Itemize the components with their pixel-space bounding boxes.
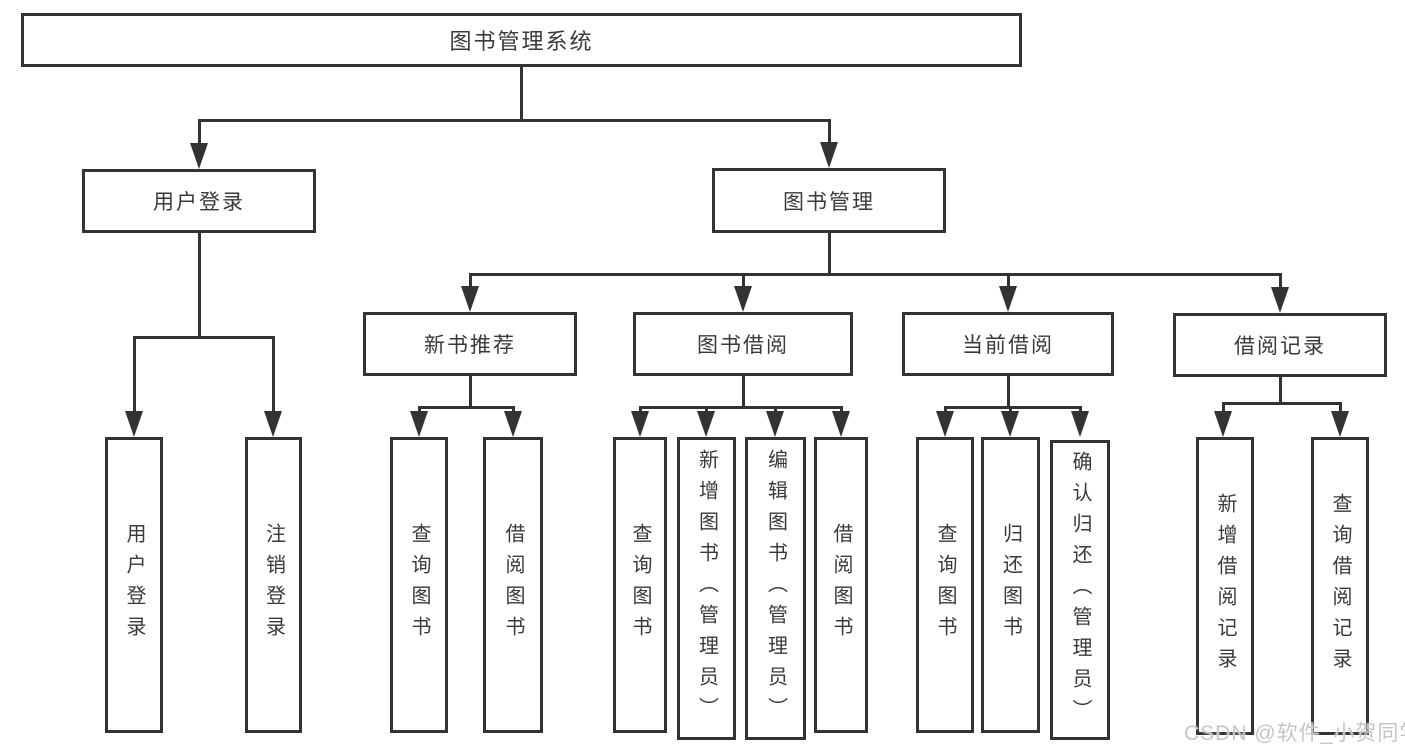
arrowhead-borrow-records bbox=[1271, 287, 1289, 313]
arrowhead-add-books-admin bbox=[697, 411, 715, 437]
connector-level3-bar bbox=[470, 273, 1281, 276]
node-label: 图书管理 bbox=[783, 190, 875, 214]
arrowhead-user-login bbox=[190, 143, 208, 169]
connector-level2-bar bbox=[199, 119, 831, 122]
connector-recommend-stem bbox=[469, 376, 472, 408]
leaf-borrow-books: 借阅图书 bbox=[814, 437, 868, 733]
leaf-label: 查询借阅记录 bbox=[1329, 493, 1351, 679]
arrowhead-leaf-logout bbox=[264, 411, 282, 437]
leaf-label: 注销登录 bbox=[262, 523, 285, 647]
node-label: 借阅记录 bbox=[1234, 335, 1326, 358]
node-book-borrow: 图书借阅 bbox=[633, 312, 853, 376]
leaf-label: 查询图书 bbox=[408, 523, 430, 647]
leaf-query-books-borrow: 查询图书 bbox=[613, 437, 667, 733]
arrowhead-query-books-borrow bbox=[631, 411, 649, 437]
arrowhead-edit-books-admin bbox=[766, 411, 784, 437]
leaf-user-login: 用户登录 bbox=[105, 437, 163, 733]
arrowhead-book-borrow bbox=[734, 286, 752, 312]
connector-arrow-shaft bbox=[774, 406, 777, 414]
connector-arrow-shaft bbox=[512, 406, 515, 414]
connector-arrow-shaft bbox=[198, 119, 201, 147]
leaf-query-books-current: 查询图书 bbox=[916, 437, 974, 733]
connector-records-stem bbox=[1279, 377, 1282, 405]
connector-arrow-shaft bbox=[840, 406, 843, 414]
node-label: 当前借阅 bbox=[962, 334, 1054, 357]
connector-arrow-shaft bbox=[1339, 402, 1342, 414]
connector-arrow-shaft bbox=[272, 336, 275, 414]
leaf-edit-books-admin: 编辑图书（管理员） bbox=[745, 437, 806, 740]
node-library-system: 图书管理系统 bbox=[21, 13, 1022, 67]
arrowhead-borrow-books bbox=[832, 411, 850, 437]
connector-user-login-bar bbox=[134, 336, 275, 339]
csdn-watermark: CSDN @软件_小贺同学 bbox=[1184, 722, 1405, 745]
node-user-login: 用户登录 bbox=[82, 169, 316, 233]
arrowhead-confirm-return-admin bbox=[1071, 411, 1089, 437]
node-label: 图书管理系统 bbox=[449, 29, 594, 54]
arrowhead-new-book-recommend bbox=[461, 286, 479, 312]
connector-arrow-shaft bbox=[1007, 273, 1010, 289]
connector-arrow-shaft bbox=[742, 273, 745, 289]
leaf-confirm-return-admin: 确认归还（管理员） bbox=[1050, 440, 1110, 740]
connector-current-stem bbox=[1007, 376, 1010, 408]
arrowhead-book-management bbox=[820, 142, 838, 168]
connector-arrow-shaft bbox=[469, 273, 472, 289]
connector-arrow-shaft bbox=[1009, 406, 1012, 414]
leaf-label: 查询图书 bbox=[629, 523, 651, 647]
connector-root-stem bbox=[520, 67, 523, 121]
connector-arrow-shaft bbox=[705, 406, 708, 414]
node-new-book-recommend: 新书推荐 bbox=[363, 312, 577, 376]
arrowhead-add-borrow-record bbox=[1214, 411, 1232, 437]
connector-arrow-shaft bbox=[1279, 273, 1282, 289]
connector-arrow-shaft bbox=[1222, 402, 1225, 414]
connector-current-bar bbox=[945, 406, 1082, 409]
connector-borrow-bar bbox=[640, 406, 843, 409]
connector-records-bar bbox=[1223, 402, 1342, 405]
connector-arrow-shaft bbox=[639, 406, 642, 414]
connector-arrow-shaft bbox=[418, 406, 421, 414]
arrowhead-borrow-books-recommend bbox=[504, 411, 522, 437]
connector-user-login-stem bbox=[198, 233, 201, 338]
leaf-label: 确认归还（管理员） bbox=[1069, 450, 1091, 730]
node-borrow-records: 借阅记录 bbox=[1173, 313, 1387, 377]
leaf-logout: 注销登录 bbox=[245, 437, 302, 733]
leaf-label: 查询图书 bbox=[934, 523, 956, 647]
leaf-label: 新增借阅记录 bbox=[1214, 493, 1236, 679]
leaf-query-books-recommend: 查询图书 bbox=[390, 437, 448, 733]
arrowhead-query-borrow-record bbox=[1331, 411, 1349, 437]
leaf-label: 归还图书 bbox=[999, 523, 1022, 647]
leaf-return-books: 归还图书 bbox=[981, 437, 1040, 733]
node-current-borrow: 当前借阅 bbox=[902, 312, 1114, 376]
connector-borrow-stem bbox=[742, 376, 745, 408]
leaf-label: 借阅图书 bbox=[502, 523, 524, 647]
leaf-label: 用户登录 bbox=[123, 523, 145, 647]
connector-recommend-bar bbox=[419, 406, 515, 409]
arrowhead-current-borrow bbox=[999, 286, 1017, 312]
arrowhead-query-books-current bbox=[936, 411, 954, 437]
leaf-query-borrow-record: 查询借阅记录 bbox=[1311, 437, 1369, 735]
node-label: 用户登录 bbox=[153, 191, 245, 214]
node-book-management: 图书管理 bbox=[712, 168, 946, 233]
arrowhead-leaf-user-login bbox=[125, 411, 143, 437]
connector-arrow-shaft bbox=[133, 336, 136, 414]
leaf-label: 借阅图书 bbox=[830, 523, 852, 647]
connector-arrow-shaft bbox=[944, 406, 947, 414]
connector-arrow-shaft bbox=[1079, 406, 1082, 414]
leaf-label: 编辑图书（管理员） bbox=[764, 449, 787, 728]
node-label: 新书推荐 bbox=[424, 334, 516, 357]
connector-arrow-shaft bbox=[828, 119, 831, 147]
leaf-add-borrow-record: 新增借阅记录 bbox=[1196, 437, 1254, 735]
leaf-add-books-admin: 新增图书（管理员） bbox=[677, 437, 736, 740]
node-label: 图书借阅 bbox=[697, 334, 789, 357]
arrowhead-query-books-recommend bbox=[410, 411, 428, 437]
connector-book-mgmt-stem bbox=[828, 233, 831, 275]
arrowhead-return-books bbox=[1001, 411, 1019, 437]
leaf-label: 新增图书（管理员） bbox=[695, 449, 718, 728]
leaf-borrow-books-recommend: 借阅图书 bbox=[483, 437, 543, 733]
